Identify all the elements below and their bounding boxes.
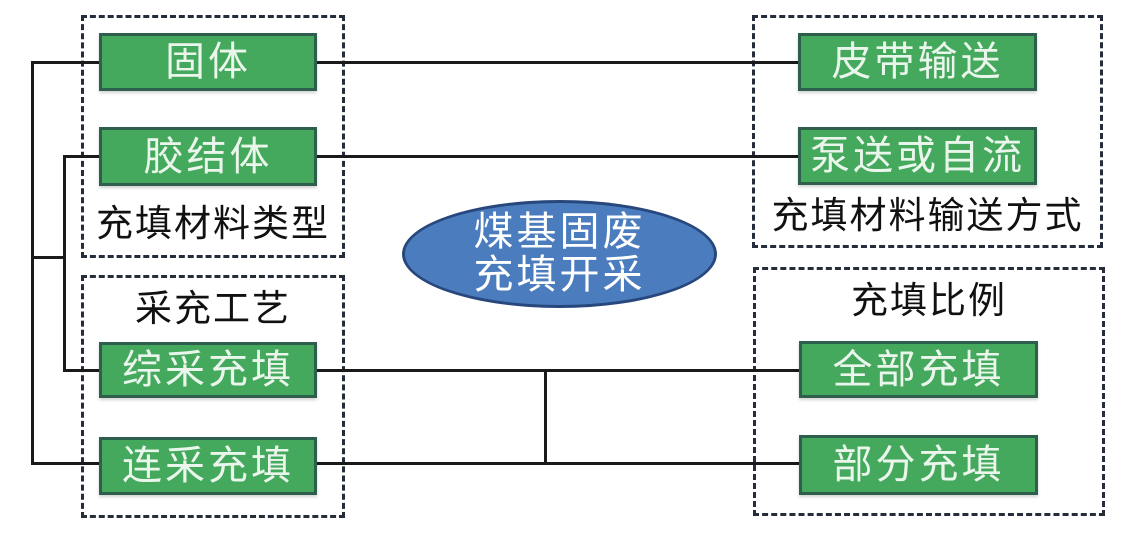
connector-left-bridge <box>31 256 66 259</box>
connector-continuous-left <box>31 462 99 465</box>
connector-solid-left <box>31 61 99 64</box>
group-mining-filling-process <box>81 275 345 518</box>
connector-continuous-to-partial-fill <box>317 462 799 465</box>
node-cemented-body: 胶结体 <box>99 127 317 186</box>
group-material-type <box>81 15 345 258</box>
node-belt-conveying: 皮带输送 <box>798 33 1037 91</box>
center-node-coal-based-solid-waste-filling-mining: 煤基固废 充填开采 <box>402 200 717 308</box>
connector-left-outer-vertical <box>31 61 34 465</box>
node-full-filling: 全部充填 <box>799 341 1038 398</box>
node-pumping-or-gravity-flow: 泵送或自流 <box>798 127 1037 185</box>
connector-left-inner-vertical <box>63 155 66 371</box>
center-node-line1: 煤基固废 <box>473 209 646 254</box>
group-label-filling-ratio: 充填比例 <box>851 281 1007 322</box>
group-conveying-method <box>752 15 1103 248</box>
node-continuous-mining-filling: 连采充填 <box>99 437 317 495</box>
group-label-material-type: 充填材料类型 <box>96 204 330 245</box>
group-label-mining-filling-process: 采充工艺 <box>135 289 291 330</box>
node-fully-mechanized-filling: 综采充填 <box>99 342 317 398</box>
group-filling-ratio <box>753 267 1105 516</box>
node-solid: 固体 <box>99 33 317 91</box>
connector-cemented-to-pump <box>317 155 798 158</box>
node-partial-filling: 部分充填 <box>799 435 1038 495</box>
connector-fully-mechanized-to-full-fill <box>317 369 799 372</box>
connector-solid-to-belt <box>317 61 798 64</box>
group-label-conveying-method: 充填材料输送方式 <box>771 196 1084 237</box>
center-node-line2: 充填开采 <box>473 253 646 297</box>
connector-cemented-left <box>63 155 99 158</box>
connector-fully-mechanized-left <box>63 369 99 372</box>
connector-center-vertical <box>544 369 547 465</box>
